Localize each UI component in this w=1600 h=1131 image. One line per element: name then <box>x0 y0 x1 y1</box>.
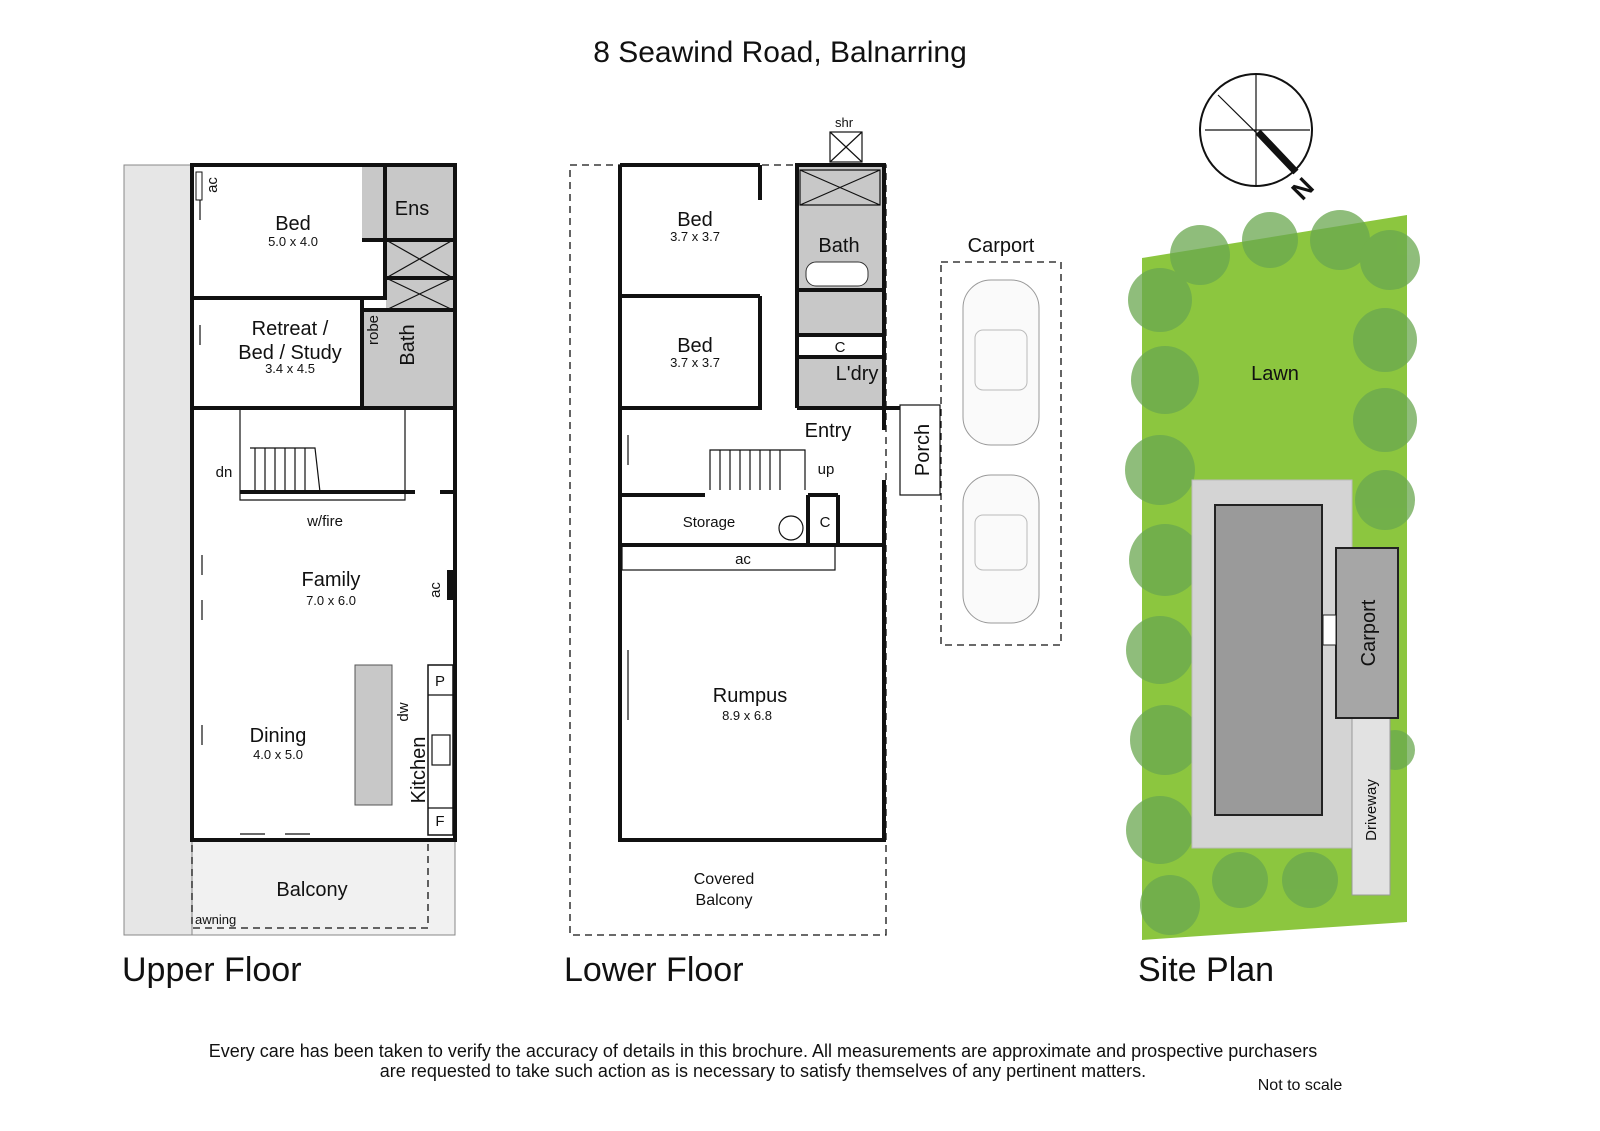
stairs-up-label: up <box>818 461 835 478</box>
outdoor-shower <box>829 131 863 163</box>
room-label-robe: robe <box>365 315 382 345</box>
cupboard-label: C <box>820 514 831 531</box>
pantry-label: P <box>435 673 445 690</box>
room-label-storage: Storage <box>683 514 736 531</box>
ac-label: ac <box>427 582 444 598</box>
driveway-label: Driveway <box>1363 779 1380 841</box>
upper-floor-heading: Upper Floor <box>122 951 302 989</box>
hot-water-unit <box>778 515 804 541</box>
room-label-rumpus: Rumpus <box>713 685 787 707</box>
room-label-laundry: L'dry <box>836 363 879 385</box>
lawn-label: Lawn <box>1251 363 1299 385</box>
trees <box>1125 210 1420 935</box>
room-label-bed: Bed <box>275 213 311 235</box>
kitchen-island <box>354 664 393 806</box>
stairs-dn-label: dn <box>216 464 233 481</box>
covered-balcony-label: Balcony <box>696 892 753 909</box>
dishwasher-label: dw <box>395 702 412 721</box>
lower-floor-plan: shr Bed 3.7 x 3.7 Bed 3.7 x 3.7 Bath C L… <box>564 115 1062 989</box>
wood-fire-label: w/fire <box>306 513 343 530</box>
room-label-dining: Dining <box>250 725 307 747</box>
ensuite-area <box>362 167 453 240</box>
covered-balcony-label: Covered <box>694 871 754 888</box>
site-plan: N Lawn Carport Driveway Site Plan <box>1125 73 1420 989</box>
shower-label: shr <box>835 115 854 130</box>
room-label-porch: Porch <box>912 424 934 476</box>
carport-label: Carport <box>968 235 1035 257</box>
room-size-family: 7.0 x 6.0 <box>306 593 356 608</box>
ac-label: ac <box>204 177 221 193</box>
room-label-kitchen: Kitchen <box>408 737 430 804</box>
upper-floor-plan: Bed 5.0 x 4.0 Ens Retreat / Bed / Study … <box>122 163 457 989</box>
room-size-dining: 4.0 x 5.0 <box>253 747 303 762</box>
bathtub-icon <box>805 261 869 287</box>
carport-outline <box>940 261 1062 646</box>
car-icon <box>962 279 1040 446</box>
room-size-retreat: 3.4 x 4.5 <box>265 361 315 376</box>
driveway <box>1351 717 1391 896</box>
site-plan-heading: Site Plan <box>1138 951 1274 989</box>
room-size-rumpus: 8.9 x 6.8 <box>722 708 772 723</box>
north-label: N <box>1285 171 1319 205</box>
fridge-label: F <box>435 813 444 830</box>
room-label-balcony: Balcony <box>276 879 347 901</box>
north-compass: N <box>1199 73 1320 206</box>
awning-strip <box>123 164 193 936</box>
room-label-ens: Ens <box>395 198 429 220</box>
balcony <box>191 839 429 929</box>
room-label-bed-study: Bed / Study <box>238 342 341 364</box>
porch <box>899 404 941 496</box>
room-label-bed: Bed <box>677 209 713 231</box>
room-label-bath: Bath <box>818 235 859 257</box>
disclaimer-text: Every care has been taken to verify the … <box>209 1041 1318 1061</box>
house-footprint <box>1214 504 1323 816</box>
bath-area <box>362 310 453 408</box>
plan-title: 8 Seawind Road, Balnarring <box>593 36 967 69</box>
room-label-retreat: Retreat / <box>252 318 329 340</box>
disclaimer-text: are requested to take such action as is … <box>380 1061 1146 1081</box>
room-label-entry: Entry <box>805 420 852 442</box>
room-size-bed: 5.0 x 4.0 <box>268 234 318 249</box>
awning-label: awning <box>195 912 236 927</box>
site-carport <box>1335 547 1399 719</box>
room-label-bath: Bath <box>397 324 419 365</box>
site-carport-label: Carport <box>1358 599 1380 666</box>
room-label-family: Family <box>302 569 361 591</box>
cupboard-label: C <box>835 339 846 356</box>
scale-note: Not to scale <box>1258 1077 1343 1094</box>
cooktop-icon <box>431 734 451 766</box>
room-size-bed: 3.7 x 3.7 <box>670 355 720 370</box>
ac-label: ac <box>735 551 751 568</box>
room-size-bed: 3.7 x 3.7 <box>670 229 720 244</box>
lower-floor-heading: Lower Floor <box>564 951 744 989</box>
car-icon <box>962 474 1040 624</box>
room-label-bed: Bed <box>677 335 713 357</box>
